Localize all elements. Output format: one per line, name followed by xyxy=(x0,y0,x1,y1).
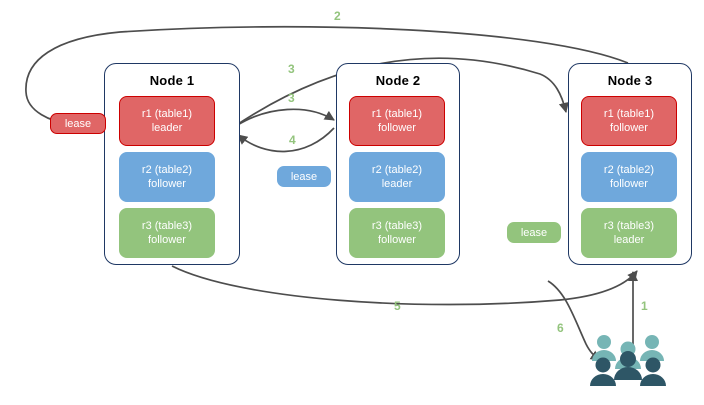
step-label-6: 6 xyxy=(557,321,564,335)
replica-r2-node-1[interactable]: r2 (table2) follower xyxy=(119,152,215,202)
replica-name: r2 (table2) xyxy=(141,164,193,176)
lease-token-red[interactable]: lease xyxy=(50,113,106,134)
replica-r3-node-2[interactable]: r3 (table3) follower xyxy=(349,208,445,258)
replica-role: leader xyxy=(151,122,183,134)
replica-r3-node-1[interactable]: r3 (table3) follower xyxy=(119,208,215,258)
node-title: Node 1 xyxy=(149,73,195,88)
node-box-node-2[interactable]: Node 2 r1 (table1) follower r2 (table2) … xyxy=(336,63,460,265)
step-label-3b: 3 xyxy=(288,91,295,105)
arrow-step-3-to-node2 xyxy=(235,108,335,127)
arrow-step-5 xyxy=(171,265,638,306)
people-icon xyxy=(590,335,666,386)
replica-name: r3 (table3) xyxy=(141,220,193,232)
node-box-node-1[interactable]: Node 1 r1 (table1) leader r2 (table2) fo… xyxy=(104,63,240,265)
replica-r2-node-2[interactable]: r2 (table2) leader xyxy=(349,152,445,202)
clients-group xyxy=(590,333,666,388)
replica-name: r3 (table3) xyxy=(603,220,655,232)
replica-r3-node-3[interactable]: r3 (table3) leader xyxy=(581,208,677,258)
replica-name: r2 (table2) xyxy=(371,164,423,176)
replica-r1-node-2[interactable]: r1 (table1) follower xyxy=(349,96,445,146)
replica-role: follower xyxy=(610,178,648,190)
replica-name: r1 (table1) xyxy=(371,108,423,120)
replica-r1-node-1[interactable]: r1 (table1) leader xyxy=(119,96,215,146)
step-label-4: 4 xyxy=(289,133,296,147)
replica-r1-node-3[interactable]: r1 (table1) follower xyxy=(581,96,677,146)
replica-name: r1 (table1) xyxy=(603,108,655,120)
replica-role: follower xyxy=(378,234,416,246)
node-box-node-3[interactable]: Node 3 r1 (table1) follower r2 (table2) … xyxy=(568,63,692,265)
replica-name: r1 (table1) xyxy=(141,108,193,120)
replica-role: leader xyxy=(613,234,645,246)
replica-role: follower xyxy=(610,122,648,134)
replica-r2-node-3[interactable]: r2 (table2) follower xyxy=(581,152,677,202)
step-label-2: 2 xyxy=(334,9,341,23)
step-label-5: 5 xyxy=(394,299,401,313)
replica-role: follower xyxy=(148,234,186,246)
replica-role: follower xyxy=(148,178,186,190)
node-title: Node 2 xyxy=(375,73,421,88)
node-title: Node 3 xyxy=(607,73,653,88)
step-label-3a: 3 xyxy=(288,62,295,76)
replica-role: follower xyxy=(378,122,416,134)
lease-token-blue[interactable]: lease xyxy=(277,166,331,187)
lease-token-green[interactable]: lease xyxy=(507,222,561,243)
replica-name: r3 (table3) xyxy=(371,220,423,232)
step-label-1: 1 xyxy=(641,299,648,313)
replica-name: r2 (table2) xyxy=(603,164,655,176)
arrow-step-4 xyxy=(237,127,335,153)
replica-role: leader xyxy=(381,178,413,190)
